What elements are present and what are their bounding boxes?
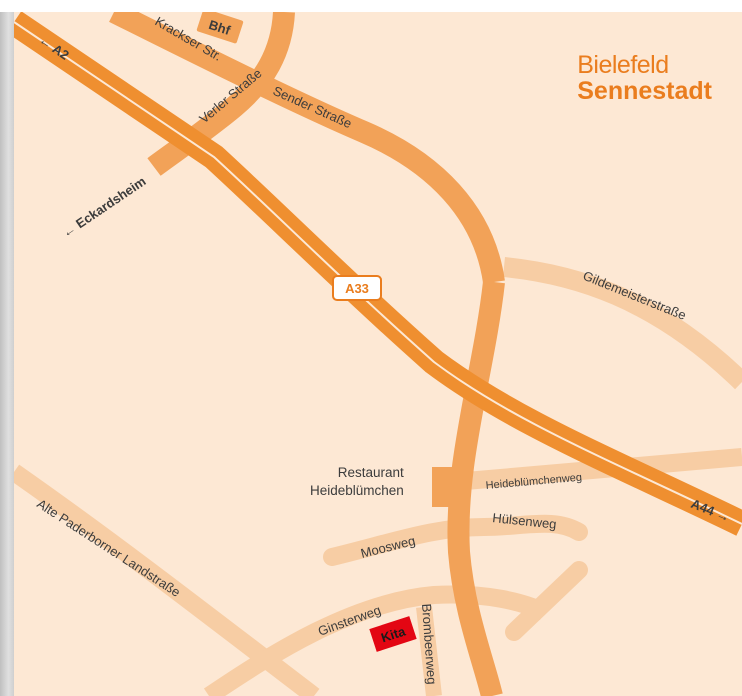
road-main-north-south [447,280,505,696]
road-gildemeisterstrasse [503,257,742,390]
street-map: Bhf A33 Kita ← A2 Krackser Str. Verler S… [14,12,742,696]
road-moosweg-hulsenweg [323,514,588,566]
road-krackser-sender-strasse [109,12,505,284]
svg-text:A33: A33 [345,281,369,296]
road-ginsterweg [203,585,549,696]
left-frame-border [0,0,14,696]
road-ginsterweg-east [505,561,588,641]
label-hulsenweg: Hülsenweg [492,510,558,532]
restaurant-label-line1: Restaurant [337,465,404,480]
svg-text:Bhf: Bhf [207,17,233,38]
label-brombeerweg: Brombeerweg [419,603,440,685]
top-frame-border [0,0,742,12]
road-verler-strasse [147,12,295,176]
restaurant-label-line2: Heideblümchen [310,483,404,499]
map-canvas[interactable]: Bhf A33 Kita ← A2 Krackser Str. Verler S… [14,12,742,696]
road-brombeerweg [416,606,442,696]
label-alte-paderborner-landstrasse: Alte Paderborner Landstraße [34,496,183,600]
motorway-a33-badge[interactable]: A33 [332,275,382,301]
restaurant-label: Restaurant Heideblümchen [310,464,404,500]
kita-destination-marker[interactable]: Kita [369,616,417,652]
map-title: Bielefeld Sennestadt [577,52,712,105]
motorway-a33-centerline [14,21,742,525]
label-eckardsheim: ← Eckardsheim [59,174,148,241]
title-district: Sennestadt [577,77,712,106]
station-badge[interactable]: Bhf [196,12,244,44]
title-city: Bielefeld [577,51,669,79]
svg-text:Kita: Kita [379,623,408,645]
